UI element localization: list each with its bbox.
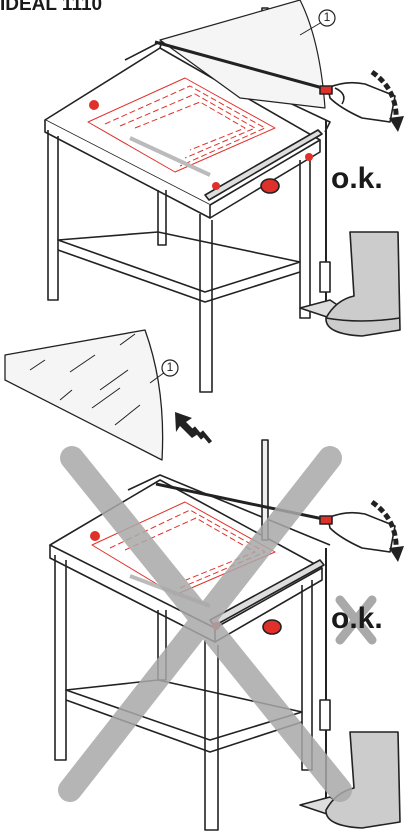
hand-icon-bottom	[319, 511, 396, 553]
callout-number-removed-guard: 1	[166, 360, 174, 374]
ok-label: o.k.	[331, 162, 383, 195]
prohibited-cross-icon	[58, 446, 352, 802]
not-ok-cross-icon	[335, 595, 377, 645]
removed-guard	[4, 329, 213, 461]
hand-icon	[319, 81, 396, 123]
foot-icon	[325, 231, 401, 337]
cutter-with-guard	[44, 0, 404, 393]
rotation-arrow-icon	[370, 69, 399, 123]
red-knob-icon	[260, 178, 280, 194]
remove-arrow-icon	[175, 412, 213, 444]
callout-number-guard: 1	[323, 10, 331, 24]
model-title: IDEAL 1110	[0, 0, 103, 15]
not-ok-label: o.k.	[331, 602, 383, 635]
